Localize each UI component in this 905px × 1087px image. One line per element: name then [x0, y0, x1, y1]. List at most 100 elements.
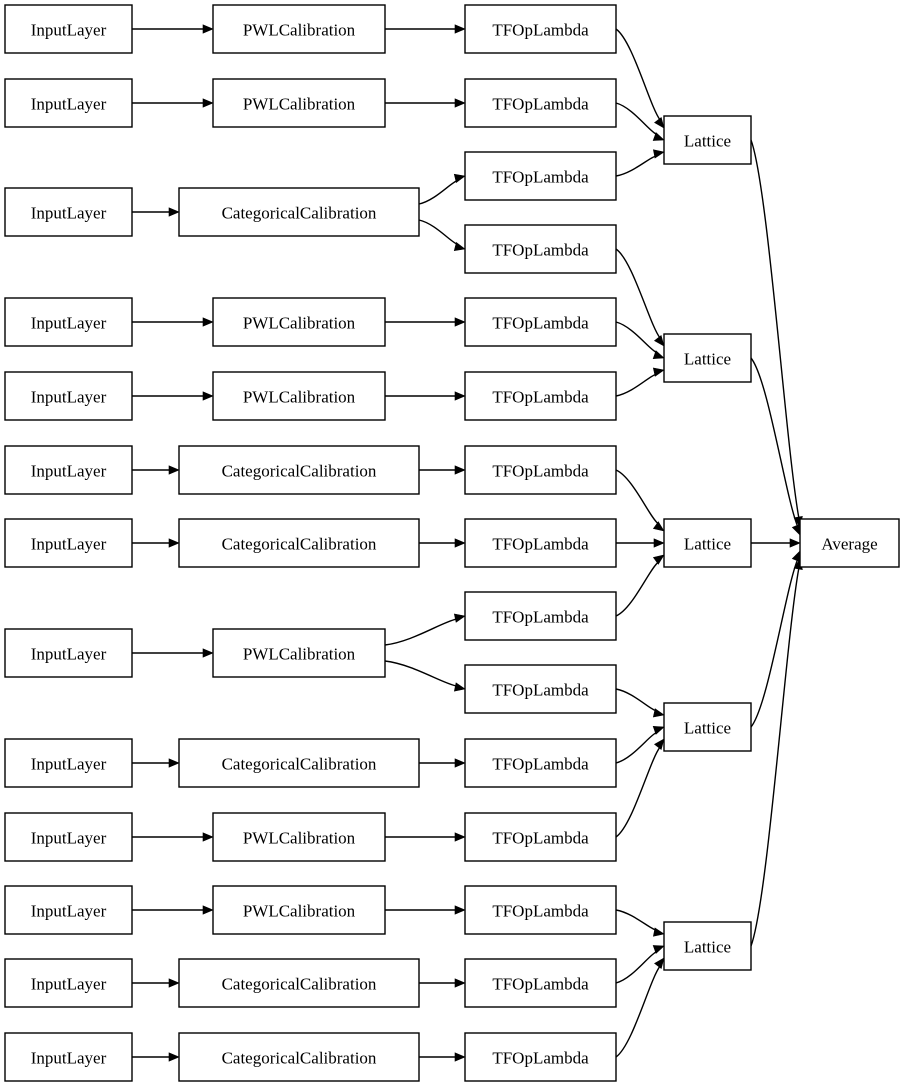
node-lam11[interactable]: TFOpLambda [464, 738, 617, 788]
node-in12[interactable]: InputLayer [4, 958, 133, 1008]
node-box[interactable] [464, 297, 617, 347]
node-box[interactable] [4, 628, 133, 678]
node-lam1[interactable]: TFOpLambda [464, 4, 617, 54]
node-box[interactable] [212, 78, 386, 128]
node-box[interactable] [212, 812, 386, 862]
edge-lat4-to-avg [750, 559, 799, 728]
node-cal1[interactable]: PWLCalibration [212, 4, 386, 54]
node-cal3[interactable]: CategoricalCalibration [178, 187, 420, 237]
node-box[interactable] [212, 885, 386, 935]
node-box[interactable] [464, 78, 617, 128]
node-box[interactable] [464, 591, 617, 641]
node-box[interactable] [178, 958, 420, 1008]
node-box[interactable] [4, 371, 133, 421]
node-box[interactable] [663, 115, 752, 165]
node-cal2[interactable]: PWLCalibration [212, 78, 386, 128]
node-label: InputLayer [31, 314, 107, 333]
edge-lam3-to-lat1 [615, 155, 657, 177]
node-box[interactable] [4, 958, 133, 1008]
node-cal8[interactable]: PWLCalibration [212, 628, 386, 678]
node-box[interactable] [4, 78, 133, 128]
node-lam4[interactable]: TFOpLambda [464, 224, 617, 274]
node-box[interactable] [464, 1032, 617, 1082]
node-lam5[interactable]: TFOpLambda [464, 297, 617, 347]
node-lam2[interactable]: TFOpLambda [464, 78, 617, 128]
node-in1[interactable]: InputLayer [4, 4, 133, 54]
node-box[interactable] [464, 445, 617, 495]
node-in7[interactable]: InputLayer [4, 518, 133, 568]
node-in3[interactable]: InputLayer [4, 187, 133, 237]
node-box[interactable] [464, 151, 617, 201]
node-lam10[interactable]: TFOpLambda [464, 664, 617, 714]
node-in13[interactable]: InputLayer [4, 1032, 133, 1082]
node-box[interactable] [4, 885, 133, 935]
node-lat5[interactable]: Lattice [663, 921, 752, 971]
node-in11[interactable]: InputLayer [4, 885, 133, 935]
node-box[interactable] [464, 885, 617, 935]
node-avg[interactable]: Average [799, 518, 900, 568]
node-lat1[interactable]: Lattice [663, 115, 752, 165]
node-in8[interactable]: InputLayer [4, 628, 133, 678]
node-in9[interactable]: InputLayer [4, 738, 133, 788]
node-box[interactable] [212, 4, 386, 54]
node-cal12[interactable]: CategoricalCalibration [178, 958, 420, 1008]
node-lat4[interactable]: Lattice [663, 702, 752, 752]
node-lat2[interactable]: Lattice [663, 333, 752, 383]
node-box[interactable] [178, 1032, 420, 1082]
node-cal4[interactable]: PWLCalibration [212, 297, 386, 347]
node-label: TFOpLambda [492, 902, 589, 921]
node-in6[interactable]: InputLayer [4, 445, 133, 495]
node-lam7[interactable]: TFOpLambda [464, 445, 617, 495]
node-lam3[interactable]: TFOpLambda [464, 151, 617, 201]
node-in2[interactable]: InputLayer [4, 78, 133, 128]
node-cal6[interactable]: CategoricalCalibration [178, 445, 420, 495]
node-cal5[interactable]: PWLCalibration [212, 371, 386, 421]
node-box[interactable] [4, 812, 133, 862]
node-in4[interactable]: InputLayer [4, 297, 133, 347]
node-box[interactable] [4, 4, 133, 54]
node-lam8[interactable]: TFOpLambda [464, 518, 617, 568]
node-box[interactable] [464, 958, 617, 1008]
node-lat3[interactable]: Lattice [663, 518, 752, 568]
node-box[interactable] [663, 702, 752, 752]
node-box[interactable] [663, 921, 752, 971]
node-box[interactable] [4, 1032, 133, 1082]
node-box[interactable] [464, 738, 617, 788]
node-box[interactable] [178, 738, 420, 788]
node-box[interactable] [4, 738, 133, 788]
node-cal11[interactable]: PWLCalibration [212, 885, 386, 935]
node-box[interactable] [212, 297, 386, 347]
node-box[interactable] [4, 187, 133, 237]
node-lam15[interactable]: TFOpLambda [464, 1032, 617, 1082]
node-lam14[interactable]: TFOpLambda [464, 958, 617, 1008]
arrowhead-icon [652, 132, 665, 141]
node-box[interactable] [4, 445, 133, 495]
node-cal7[interactable]: CategoricalCalibration [178, 518, 420, 568]
node-box[interactable] [464, 224, 617, 274]
node-cal13[interactable]: CategoricalCalibration [178, 1032, 420, 1082]
node-label: TFOpLambda [492, 608, 589, 627]
node-box[interactable] [212, 628, 386, 678]
node-box[interactable] [4, 518, 133, 568]
node-cal10[interactable]: PWLCalibration [212, 812, 386, 862]
node-box[interactable] [4, 297, 133, 347]
node-box[interactable] [464, 812, 617, 862]
node-box[interactable] [799, 518, 900, 568]
node-box[interactable] [178, 445, 420, 495]
node-lam9[interactable]: TFOpLambda [464, 591, 617, 641]
node-box[interactable] [464, 518, 617, 568]
node-lam13[interactable]: TFOpLambda [464, 885, 617, 935]
node-in10[interactable]: InputLayer [4, 812, 133, 862]
node-in5[interactable]: InputLayer [4, 371, 133, 421]
node-box[interactable] [178, 518, 420, 568]
node-box[interactable] [178, 187, 420, 237]
node-lam6[interactable]: TFOpLambda [464, 371, 617, 421]
node-box[interactable] [663, 333, 752, 383]
node-lam12[interactable]: TFOpLambda [464, 812, 617, 862]
node-box[interactable] [663, 518, 752, 568]
node-box[interactable] [464, 4, 617, 54]
node-box[interactable] [212, 371, 386, 421]
node-cal9[interactable]: CategoricalCalibration [178, 738, 420, 788]
node-box[interactable] [464, 664, 617, 714]
node-box[interactable] [464, 371, 617, 421]
